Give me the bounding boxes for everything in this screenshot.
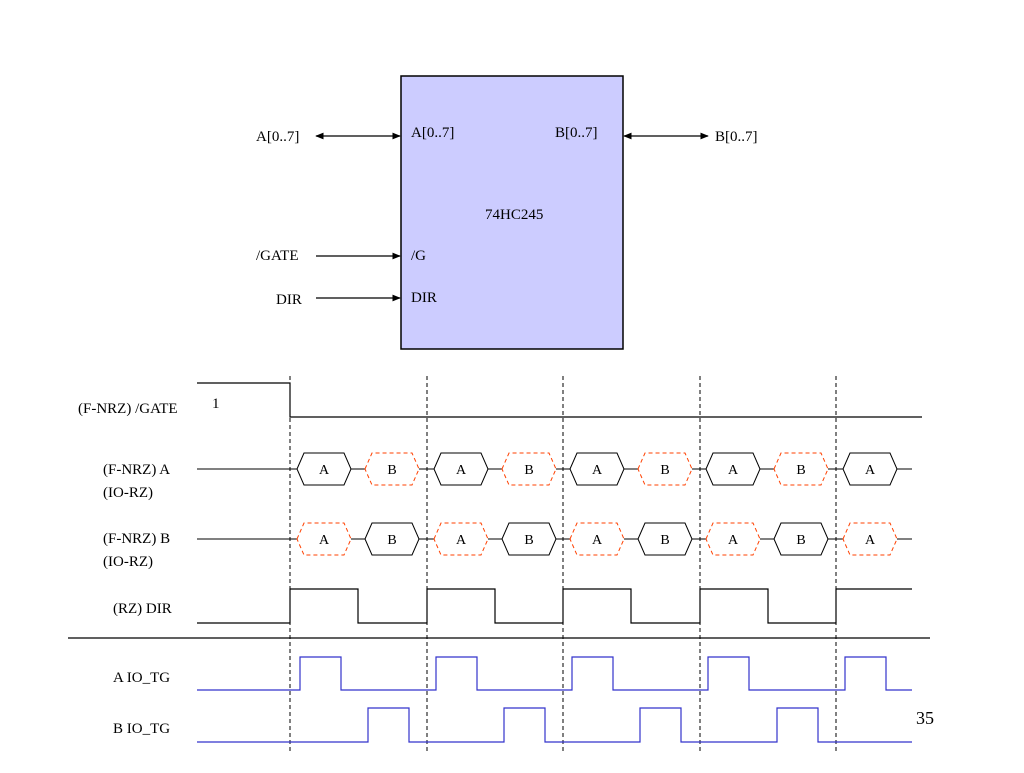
- b-io-trace: [197, 707, 912, 743]
- a-signal-label-1: (F-NRZ) A: [103, 462, 170, 478]
- chip-pin-a: A[0..7]: [411, 125, 454, 141]
- a-bus-cell-9: [842, 452, 898, 486]
- a-bus-cell-5: [569, 452, 625, 486]
- a-signal-label-2: (IO-RZ): [103, 485, 153, 501]
- ext-dir-label: DIR: [276, 292, 302, 308]
- a-bus-cell-6: [637, 452, 693, 486]
- a-bus-cell-7: [705, 452, 761, 486]
- a-io-trace: [197, 656, 912, 691]
- b-bus-cell-3: [433, 522, 489, 556]
- a-io-waveform: [197, 656, 912, 691]
- b-bus-cell-2: [364, 522, 420, 556]
- a-bus-cell-label-3: A: [456, 463, 467, 478]
- b-bus-cell-1: [296, 522, 352, 556]
- ext-a-bus-label: A[0..7]: [256, 129, 299, 145]
- b-bus-cell-label-4: B: [524, 533, 533, 548]
- clock-edge-lines: [289, 376, 837, 752]
- chip-pin-b: B[0..7]: [555, 125, 598, 141]
- chip-name: 74HC245: [485, 207, 543, 223]
- gate-signal-label: (F-NRZ) /GATE: [78, 401, 178, 417]
- gate-waveform: [197, 382, 922, 418]
- b-bus-cell-label-5: A: [592, 533, 603, 548]
- a-bus-cell-label-5: A: [592, 463, 603, 478]
- a-io-label: A IO_TG: [113, 670, 170, 686]
- a-bus-cell-2: [364, 452, 420, 486]
- ext-b-bus-label: B[0..7]: [715, 129, 758, 145]
- b-io-waveform: [197, 707, 912, 743]
- a-bus-cell-label-6: B: [660, 463, 669, 478]
- b-bus-cell-9: [842, 522, 898, 556]
- b-bus-cell-label-3: A: [456, 533, 467, 548]
- b-signal-label-1: (F-NRZ) B: [103, 531, 170, 547]
- ext-gate-label: /GATE: [256, 248, 299, 264]
- gate-initial-value: 1: [212, 396, 220, 412]
- chip-74hc245: [400, 75, 624, 350]
- b-bus-cell-5: [569, 522, 625, 556]
- b-bus-cell-label-7: A: [728, 533, 739, 548]
- a-bus-cell-label-1: A: [319, 463, 330, 478]
- a-bus-cell-label-4: B: [524, 463, 533, 478]
- a-bus-cell-label-2: B: [387, 463, 396, 478]
- b-signal-label-2: (IO-RZ): [103, 554, 153, 570]
- dir-signal-label: (RZ) DIR: [113, 601, 172, 617]
- chip-pin-dir: DIR: [411, 290, 437, 306]
- b-bus-cell-label-9: A: [865, 533, 876, 548]
- a-bus-cell-3: [433, 452, 489, 486]
- dir-waveform: [197, 588, 912, 624]
- b-io-label: B IO_TG: [113, 721, 170, 737]
- a-bus-cell-label-7: A: [728, 463, 739, 478]
- b-bus-cell-6: [637, 522, 693, 556]
- a-bus-cell-4: [501, 452, 557, 486]
- page-number: 35: [916, 708, 934, 728]
- b-bus-cell-8: [773, 522, 829, 556]
- dir-trace: [197, 588, 912, 624]
- b-bus-cell-7: [705, 522, 761, 556]
- b-bus-cell-4: [501, 522, 557, 556]
- b-bus-cell-label-1: A: [319, 533, 330, 548]
- a-bus-cell-label-8: B: [796, 463, 805, 478]
- b-bus-cell-label-8: B: [796, 533, 805, 548]
- b-bus-cell-label-6: B: [660, 533, 669, 548]
- a-bus-cell-8: [773, 452, 829, 486]
- chip-pin-g: /G: [411, 248, 426, 264]
- b-bus-cell-label-2: B: [387, 533, 396, 548]
- a-bus-cell-1: [296, 452, 352, 486]
- a-bus-cell-label-9: A: [865, 463, 876, 478]
